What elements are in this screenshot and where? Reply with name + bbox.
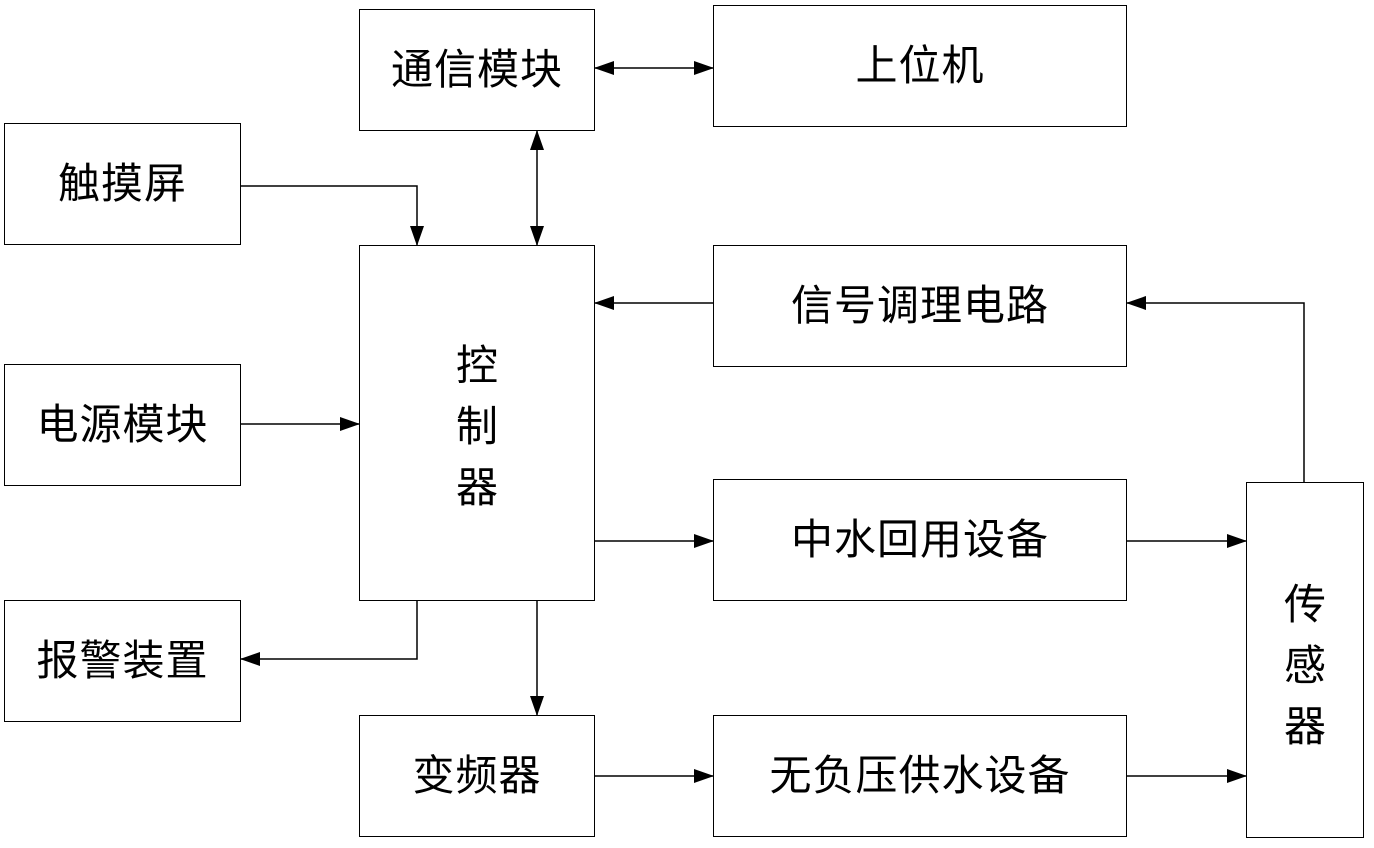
arrow-touchscreen-controller (241, 185, 424, 246)
host-computer-block: 上位机 (713, 5, 1127, 127)
controller-label: 控制器 (456, 341, 500, 512)
power-module-label: 电源模块 (36, 400, 209, 449)
inverter-label: 变频器 (412, 751, 542, 800)
reclaimed-water-equipment-block: 中水回用设备 (713, 479, 1127, 601)
touchscreen-label: 触摸屏 (57, 159, 187, 208)
reclaimed-water-equipment-label: 中水回用设备 (790, 515, 1049, 564)
signal-conditioning-block: 信号调理电路 (713, 245, 1127, 367)
touchscreen-block: 触摸屏 (4, 123, 241, 245)
sensor-block: 传感器 (1246, 482, 1364, 838)
comm-module-block: 通信模块 (359, 9, 595, 131)
host-computer-label: 上位机 (855, 41, 985, 90)
comm-module-label: 通信模块 (390, 45, 563, 94)
arrow-sensor-signal (1126, 296, 1305, 482)
nonnegative-pressure-supply-block: 无负压供水设备 (713, 715, 1127, 837)
nonnegative-pressure-supply-label: 无负压供水设备 (769, 751, 1071, 800)
signal-conditioning-label: 信号调理电路 (790, 281, 1049, 330)
alarm-device-block: 报警装置 (4, 600, 241, 722)
alarm-device-label: 报警装置 (36, 636, 209, 685)
arrow-controller-alarm (240, 601, 418, 666)
sensor-label: 传感器 (1284, 580, 1328, 751)
inverter-block: 变频器 (359, 715, 595, 837)
controller-block: 控制器 (359, 245, 595, 601)
power-module-block: 电源模块 (4, 364, 241, 486)
